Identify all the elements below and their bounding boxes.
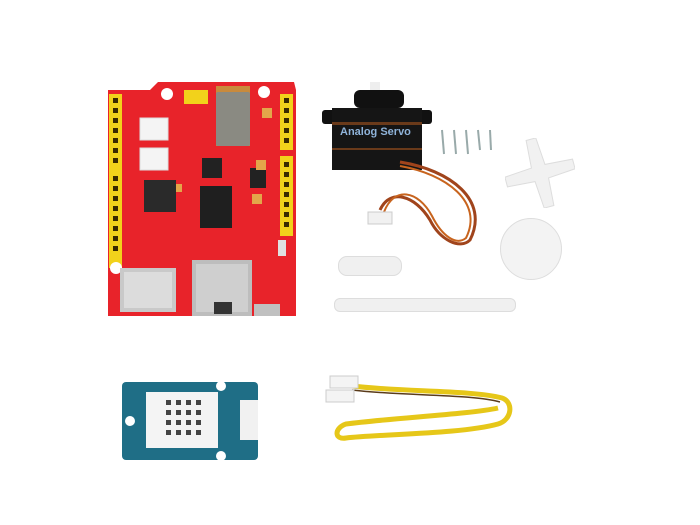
- main-board: [104, 80, 298, 320]
- servo-horn-cross: [505, 138, 575, 208]
- servo: Analog Servo: [318, 82, 436, 172]
- servo-wire: [367, 160, 477, 246]
- servo-horn-round: [500, 218, 562, 280]
- servo-horn-double: [334, 298, 516, 312]
- screws: [437, 128, 497, 158]
- servo-label: Analog Servo: [340, 126, 411, 138]
- temp-humidity-sensor: [120, 380, 260, 462]
- servo-horn-single: [338, 256, 402, 276]
- board-graphic: [108, 82, 296, 316]
- grove-cable: [325, 375, 513, 441]
